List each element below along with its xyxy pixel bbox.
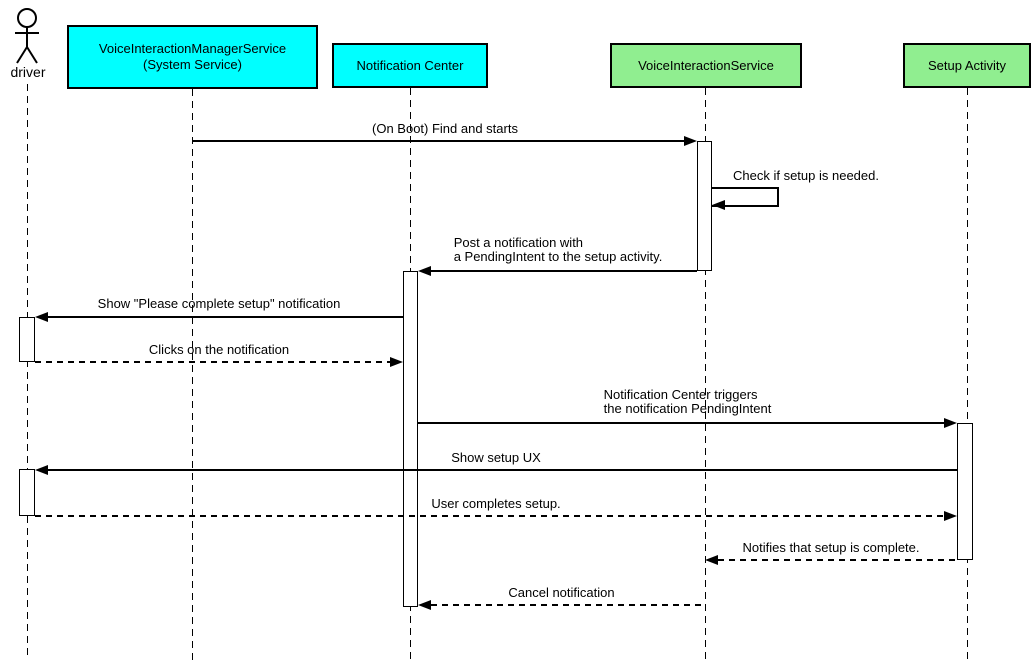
- message-line: [418, 422, 944, 424]
- message-line: [35, 515, 944, 517]
- participant-label: VoiceInteractionService: [638, 57, 774, 73]
- message-label-line1: Notification Center triggers: [603, 387, 758, 402]
- arrowhead-icon: [35, 312, 48, 322]
- actor-label: driver: [10, 64, 46, 80]
- activation-driver-1: [19, 317, 35, 362]
- activation-notification-center: [403, 271, 418, 607]
- participant-notification-center: Notification Center: [332, 43, 488, 88]
- actor-icon: [15, 8, 39, 64]
- message-label: (On Boot) Find and starts: [372, 121, 518, 136]
- message-label: Cancel notification: [508, 585, 615, 600]
- message-line: [48, 316, 403, 318]
- message-line: [48, 469, 957, 471]
- message-line: [193, 140, 685, 142]
- message-label: Clicks on the notification: [148, 342, 290, 357]
- message-label-line2: the notification PendingIntent: [603, 401, 772, 416]
- arrowhead-icon: [705, 555, 718, 565]
- participant-label: VoiceInteractionManagerService: [98, 41, 287, 56]
- arrowhead-icon: [35, 465, 48, 475]
- activation-voice-interaction-service: [697, 141, 712, 271]
- participant-label: Notification Center: [356, 57, 464, 73]
- message-line: [35, 361, 390, 363]
- message-line: [431, 604, 705, 606]
- message-label: Check if setup is needed.: [733, 168, 879, 183]
- participant-voice-interaction-service: VoiceInteractionService: [610, 43, 802, 88]
- activation-driver-2: [19, 469, 35, 516]
- self-loop-line: [712, 187, 779, 207]
- arrowhead-icon: [712, 200, 725, 210]
- arrowhead-icon: [944, 511, 957, 521]
- message-label: Show setup UX: [451, 450, 541, 465]
- arrowhead-icon: [418, 266, 431, 276]
- participant-voice-interaction-manager-service: VoiceInteractionManagerService (System S…: [67, 25, 318, 89]
- message-line: [718, 559, 957, 561]
- lifeline-driver: [27, 84, 28, 660]
- message-label-line1: Post a notification with: [453, 235, 584, 250]
- message-label: User completes setup.: [431, 496, 561, 511]
- message-label: Notification Center triggers the notific…: [418, 388, 957, 416]
- participant-label: Setup Activity: [927, 57, 1007, 73]
- message-label: Show "Please complete setup" notificatio…: [97, 296, 341, 311]
- participant-label: (System Service): [143, 57, 242, 72]
- activation-setup-activity: [957, 423, 973, 560]
- arrowhead-icon: [390, 357, 403, 367]
- lifeline-vims: [192, 89, 193, 660]
- arrowhead-icon: [418, 600, 431, 610]
- message-label: Post a notification with a PendingIntent…: [418, 236, 698, 264]
- arrowhead-icon: [944, 418, 957, 428]
- lifeline-voice-interaction-service: [705, 88, 706, 660]
- message-line: [431, 270, 697, 272]
- message-label: Notifies that setup is complete.: [742, 540, 920, 555]
- lifeline-setup-activity: [967, 88, 968, 660]
- arrowhead-icon: [684, 136, 697, 146]
- participant-setup-activity: Setup Activity: [903, 43, 1031, 88]
- message-label-line2: a PendingIntent to the setup activity.: [453, 249, 663, 264]
